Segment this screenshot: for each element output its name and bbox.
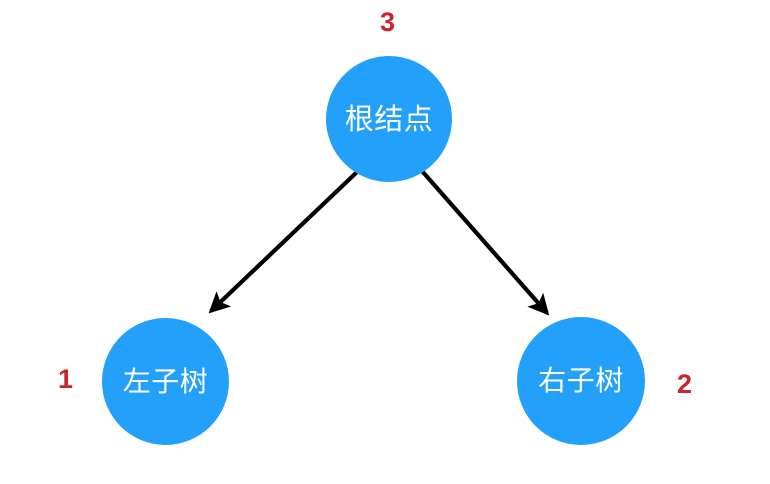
node-right-subtree[interactable]: 右子树 (517, 317, 645, 445)
order-label-right-subtree: 2 (677, 369, 693, 399)
node-root-label: 根结点 (344, 101, 434, 136)
node-right-subtree-label: 右子树 (538, 364, 624, 397)
node-left-subtree-label: 左子树 (122, 364, 209, 398)
node-left-subtree[interactable]: 左子树 (102, 318, 229, 445)
edge-root-to-left (208, 170, 359, 314)
order-label-root: 3 (380, 7, 396, 37)
order-label-left-subtree: 1 (58, 364, 74, 394)
edge-root-to-right (420, 169, 550, 316)
node-root[interactable]: 根结点 (326, 56, 452, 182)
